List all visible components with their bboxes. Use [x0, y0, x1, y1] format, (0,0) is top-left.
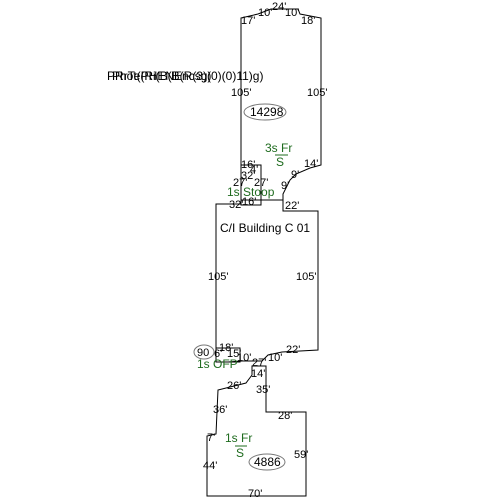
middle-bottom-right-dim: 22': [286, 344, 300, 356]
middle-mark-6: 6': [214, 348, 222, 360]
middle-dim-14: 14': [251, 368, 265, 380]
upper-id-label: 14298: [250, 105, 284, 119]
upper-right-dim: 105': [307, 87, 327, 99]
lower-bottom-dim: 70': [248, 488, 262, 500]
stoop-dim-16: 16': [241, 159, 255, 171]
middle-title: C/I Building C 01: [220, 221, 310, 235]
stoop-outline: [240, 164, 262, 206]
upper-dim-9a: 9': [291, 169, 299, 181]
middle-mark-15: 15': [227, 348, 241, 360]
lower-floor-label: 1s Fr: [225, 431, 252, 445]
middle-dim-27: 27': [252, 357, 266, 369]
upper-dim-9b: 9': [281, 180, 289, 192]
lower-id-label: 4886: [254, 455, 281, 469]
middle-right-dim: 105': [296, 271, 316, 283]
lower-dim-36: 36': [213, 404, 227, 416]
stoop-dim-32: 32': [241, 170, 255, 182]
stoop-dim-27b: 27': [254, 177, 268, 189]
stoop-dim-16b: 16': [242, 196, 256, 208]
middle-left-dim: 105': [208, 271, 228, 283]
stoop-bottom-dim: 32': [229, 199, 243, 211]
middle-oval-num: 90: [197, 347, 209, 359]
lower-dim-7: 7': [207, 432, 215, 444]
upper-left-dim: 105': [231, 87, 251, 99]
upper-dim-14: 14': [304, 158, 318, 170]
lower-section-outline: [206, 365, 307, 497]
middle-dim-10b: 10': [268, 352, 282, 364]
lower-dim-35: 35': [256, 384, 270, 396]
upper-dim-24: 24': [272, 1, 286, 13]
upper-id-oval: [243, 103, 287, 121]
upper-floor-code: S: [276, 155, 284, 169]
middle-dim-10a: 10': [237, 352, 251, 364]
ofp-label: 1s OFP: [197, 357, 238, 371]
stoop-dim-4: 4': [250, 164, 258, 176]
stoop-dim-27a: 27': [233, 177, 247, 189]
upper-dim-17: 17': [241, 15, 255, 27]
ofp-outline: [215, 347, 241, 363]
lower-floor-code: S: [236, 446, 244, 460]
lower-dim-26: 26': [227, 380, 241, 392]
middle-mark-18: 18': [219, 342, 233, 354]
upper-floor-label: 3s Fr: [265, 141, 292, 155]
lower-dim-44: 44': [203, 460, 217, 472]
overlap-label-a: PRrTe(Ri(B(B(R(3)(0)(0)11)g): [107, 69, 263, 83]
middle-oval: [193, 344, 215, 360]
upper-dim-10a: 10': [258, 7, 272, 19]
lower-id-oval: [248, 453, 286, 471]
overlap-label-b: Phot(PHENEncsg): [112, 69, 211, 83]
stoop-label: 1s Stoop: [227, 185, 275, 199]
lower-dim-28: 28': [278, 410, 292, 422]
upper-dim-22: 22': [285, 200, 299, 212]
upper-dim-18: 18': [301, 15, 315, 27]
upper-dim-10b: 10': [285, 7, 299, 19]
lower-dim-59: 59': [294, 449, 308, 461]
